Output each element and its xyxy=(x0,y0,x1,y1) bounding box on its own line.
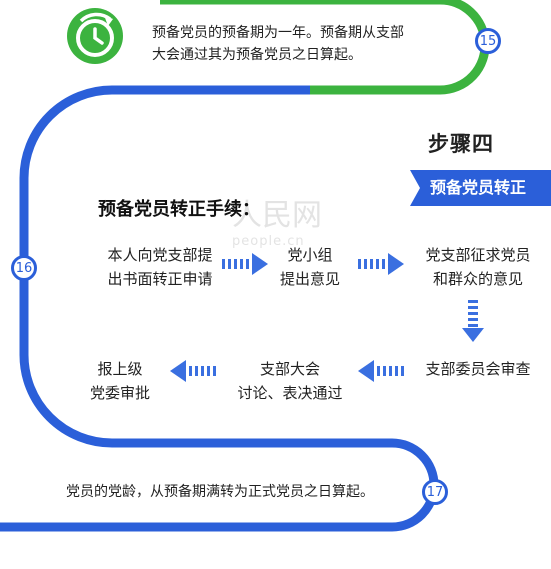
step16-number-badge: 16 xyxy=(11,255,37,281)
arrow-right-icon xyxy=(358,253,404,275)
step-ribbon: 预备党员转正 xyxy=(410,170,551,206)
step15-number: 15 xyxy=(479,33,497,49)
arrow-left-icon xyxy=(358,360,404,382)
ribbon-notch xyxy=(410,170,420,206)
path-segment-blue xyxy=(0,85,439,532)
flow-node-2-line1: 党小组 xyxy=(287,246,333,264)
step-title: 步骤四 xyxy=(428,132,494,156)
flow-node-4-line1: 支部委员会审查 xyxy=(425,360,531,378)
flow-node-1: 本人向党支部提 出书面转正申请 xyxy=(90,243,230,291)
step15-number-badge: 15 xyxy=(475,28,501,54)
flow-node-6-line2: 党委审批 xyxy=(89,384,150,402)
step17-text: 党员的党龄，从预备期满转为正式党员之日算起。 xyxy=(66,484,374,500)
flow-node-1-line2: 出书面转正申请 xyxy=(107,270,213,288)
flow-node-2-line2: 提出意见 xyxy=(279,270,340,288)
arrow-left-icon xyxy=(170,360,216,382)
flow-node-1-line1: 本人向党支部提 xyxy=(107,246,213,264)
flow-node-5: 支部大会 讨论、表决通过 xyxy=(225,357,355,405)
flow-node-2: 党小组 提出意见 xyxy=(265,243,355,291)
step17-number: 17 xyxy=(426,484,444,500)
arrow-right-icon xyxy=(222,253,268,275)
step15-text-line1: 预备党员的预备期为一年。预备期从支部 xyxy=(152,25,404,41)
flow-node-5-line2: 讨论、表决通过 xyxy=(237,384,343,402)
flow-node-3-line2: 和群众的意见 xyxy=(432,270,523,288)
watermark-logo: 人民网 people.cn xyxy=(232,190,322,249)
watermark-main: 人民网 xyxy=(232,198,322,233)
step15-text: 预备党员的预备期为一年。预备期从支部 大会通过其为预备党员之日算起。 xyxy=(152,22,452,66)
flow-node-3-line1: 党支部征求党员 xyxy=(425,246,531,264)
step16-number: 16 xyxy=(15,260,33,276)
flow-node-3: 党支部征求党员 和群众的意见 xyxy=(408,243,548,291)
flow-node-6-line1: 报上级 xyxy=(97,360,143,378)
clock-icon xyxy=(67,8,123,64)
arrow-down-icon xyxy=(462,300,484,342)
step17-number-badge: 17 xyxy=(422,479,448,505)
flow-node-4: 支部委员会审查 xyxy=(408,357,548,381)
step15-text-line2: 大会通过其为预备党员之日算起。 xyxy=(152,47,362,63)
flow-node-6: 报上级 党委审批 xyxy=(80,357,160,405)
watermark-sub: people.cn xyxy=(232,234,305,249)
step-ribbon-label: 预备党员转正 xyxy=(430,178,527,197)
procedure-title: 预备党员转正手续： xyxy=(98,199,260,220)
flow-node-5-line1: 支部大会 xyxy=(259,360,320,378)
